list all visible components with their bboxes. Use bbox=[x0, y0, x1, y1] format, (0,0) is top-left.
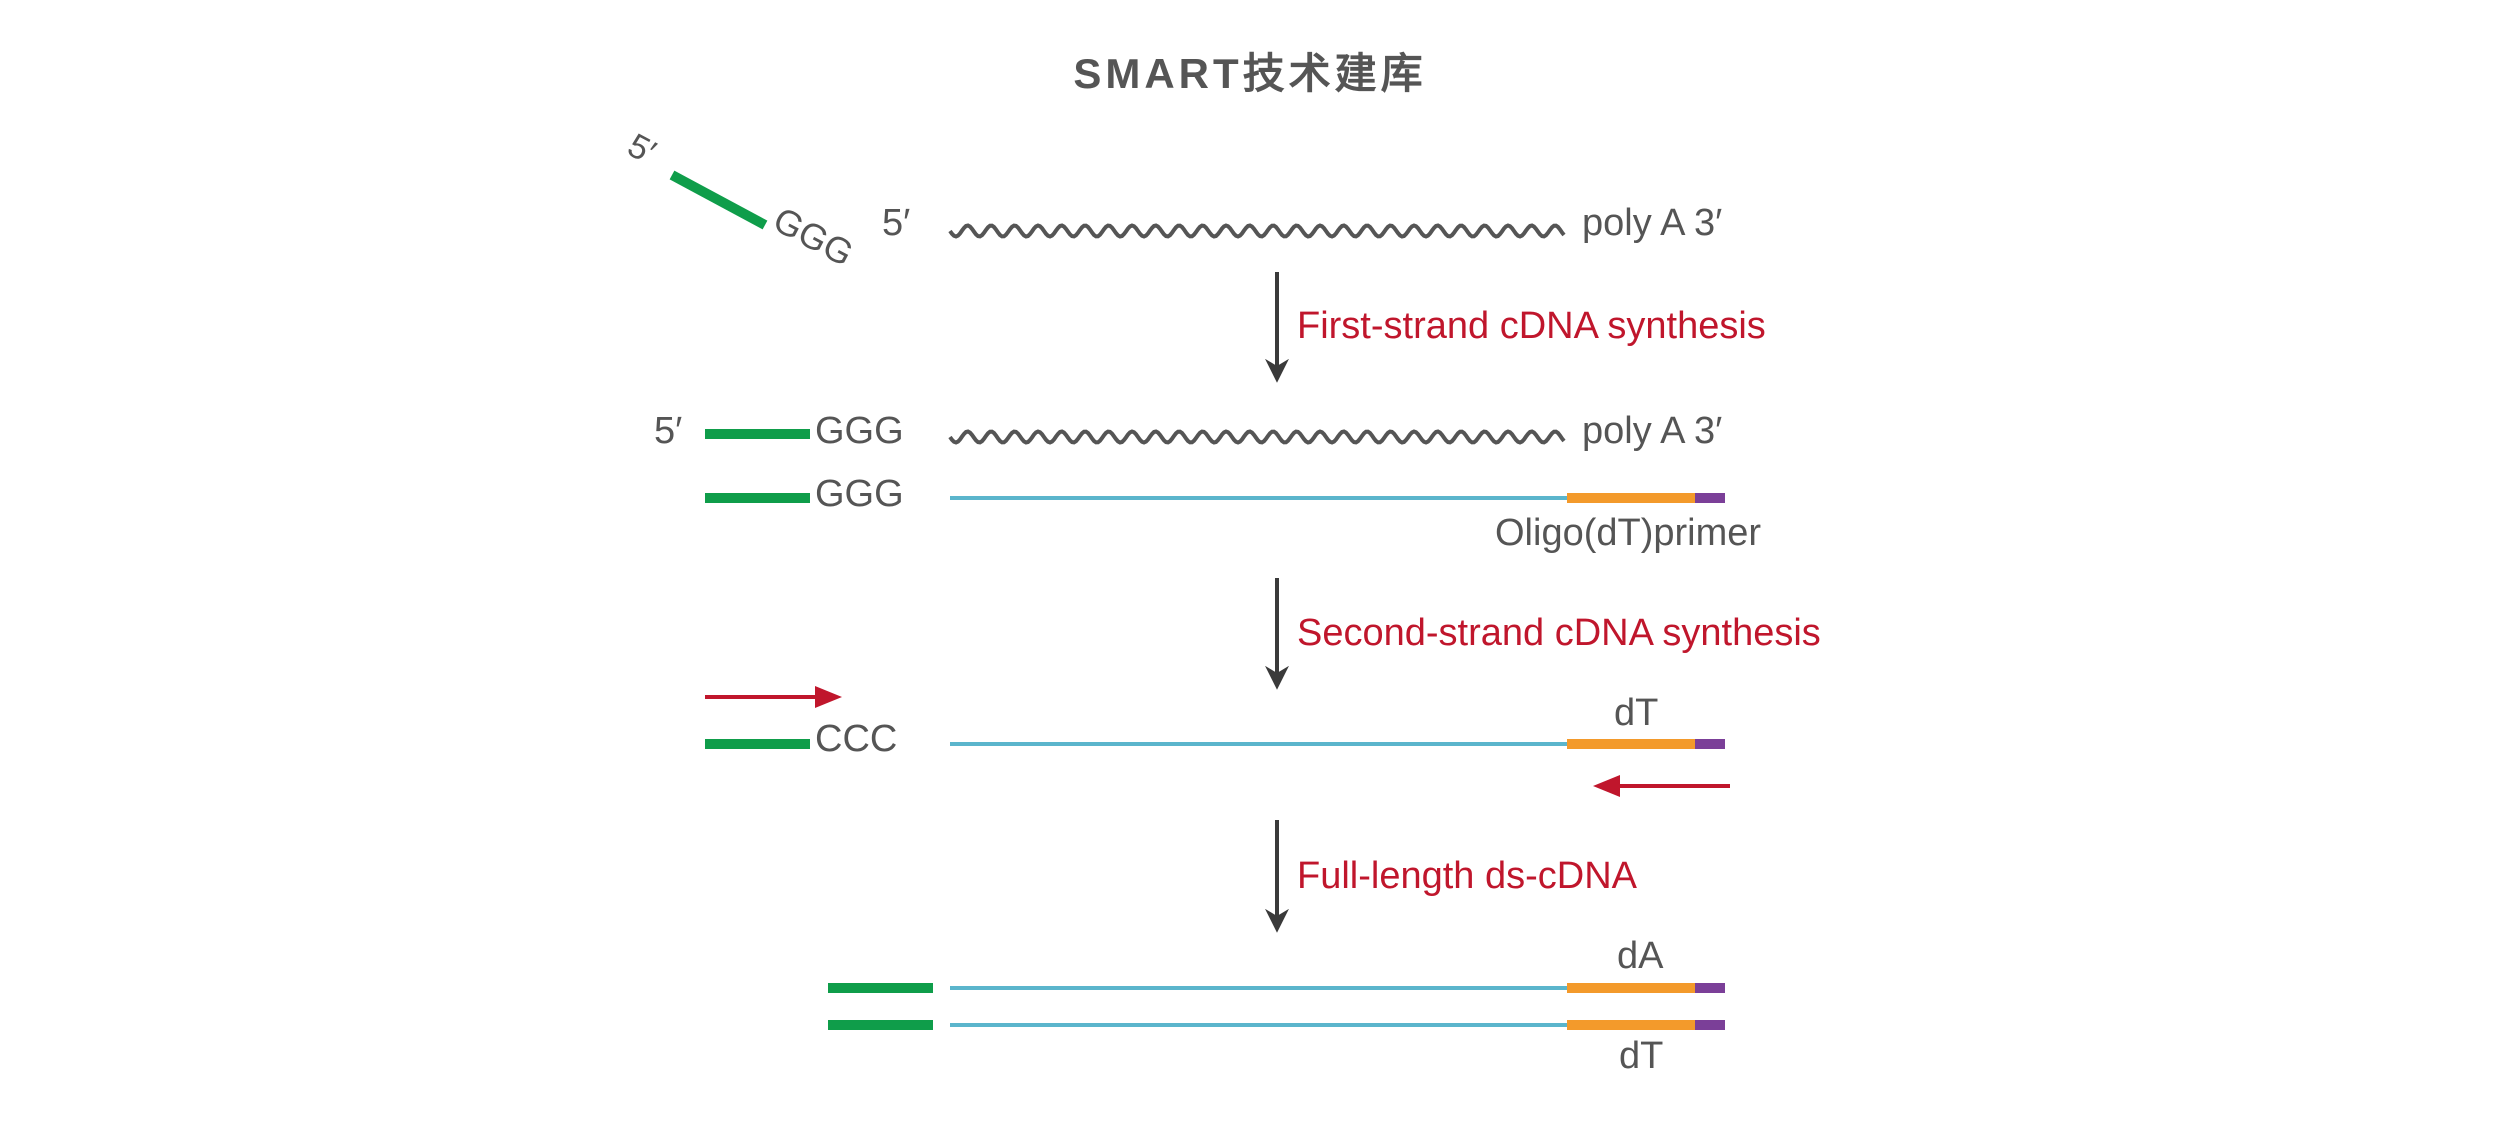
step2-label: Second-strand cDNA synthesis bbox=[1297, 612, 1821, 654]
step1-label: First-strand cDNA synthesis bbox=[1297, 305, 1766, 347]
row3-dt-label: dT bbox=[1614, 692, 1658, 734]
page-title: SMART技术建库 bbox=[1073, 50, 1426, 97]
mrna-3prime-label: poly A 3′ bbox=[1582, 202, 1722, 244]
row2-top-ggg-label: GGG bbox=[815, 410, 904, 452]
row3-ccc-label: CCC bbox=[815, 718, 897, 760]
adapter-ggg-label: GGG bbox=[767, 199, 860, 275]
row4-da-label: dA bbox=[1617, 935, 1664, 977]
forward-primer-arrowhead bbox=[815, 686, 842, 708]
adapter-5prime-label: 5′ bbox=[622, 126, 662, 171]
smart-oligo-adapter bbox=[669, 170, 768, 230]
row2-5prime-label: 5′ bbox=[654, 410, 682, 452]
oligo-dt-primer-label: Oligo(dT)primer bbox=[1495, 512, 1761, 554]
row2-bottom-ggg-label: GGG bbox=[815, 473, 904, 515]
reverse-primer-arrowhead bbox=[1593, 775, 1620, 797]
row4-dt-label: dT bbox=[1619, 1035, 1663, 1077]
mrna-strand-1 bbox=[948, 223, 1566, 239]
mrna-5prime-label: 5′ bbox=[882, 202, 910, 244]
mrna-strand-2 bbox=[948, 429, 1566, 445]
row2-mrna-3prime-label: poly A 3′ bbox=[1582, 410, 1722, 452]
step3-label: Full-length ds-cDNA bbox=[1297, 855, 1638, 897]
